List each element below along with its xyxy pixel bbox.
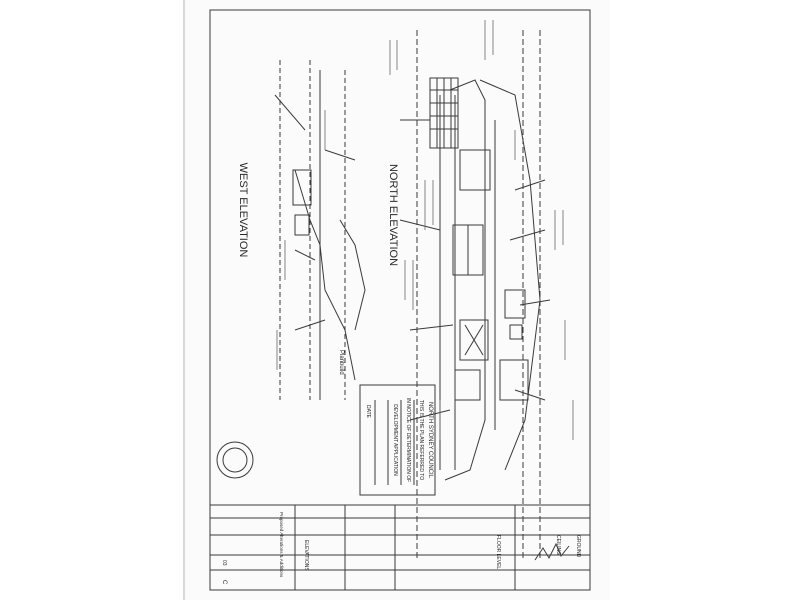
stamp-council: NORTH SYDNEY COUNCIL — [427, 402, 433, 479]
drawing-sheet: NORTH ELEVATION WEST ELEVATION NORTH SYD… — [185, 0, 610, 600]
west-elevation-drawing — [274, 60, 366, 400]
north-elevation-drawing — [399, 30, 551, 560]
west-elevation-title: WEST ELEVATION — [237, 163, 249, 258]
stamp-line-3: DEVELOPMENT APPLICATION — [392, 404, 398, 476]
level-label-ground: GROUND — [575, 535, 581, 558]
stamp-date-label: DATE — [365, 405, 371, 419]
title-block-firm: Planbuild — [338, 350, 344, 375]
title-block-project: Proposed Alterations & Additions — [279, 512, 284, 578]
paper-shadow — [183, 0, 185, 600]
sheet-border — [209, 9, 591, 591]
stamp-line-1: THIS IS THE PLAN REFERRED TO — [418, 400, 424, 480]
north-elevation-title: NORTH ELEVATION — [387, 164, 399, 266]
stamp-line-2: IN NOTICE OF DETERMINATION OF — [405, 398, 411, 482]
annotation-notes — [276, 20, 574, 440]
level-label-floor: FLOOR LEVEL — [495, 535, 501, 569]
title-block-sheet-no: 03 — [221, 560, 227, 566]
council-stamp-box — [359, 384, 436, 496]
architectural-drawing: NORTH ELEVATION WEST ELEVATION NORTH SYD… — [209, 9, 591, 591]
level-label-ceiling: CEILING — [555, 535, 561, 555]
title-block-drawing: ELEVATIONS — [303, 540, 309, 571]
title-block — [209, 504, 591, 591]
title-block-revision: C — [221, 580, 227, 585]
circular-seal — [216, 441, 254, 479]
